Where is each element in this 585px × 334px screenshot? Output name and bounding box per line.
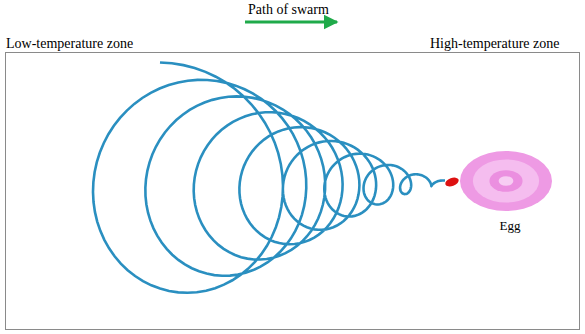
zone-frame [6, 53, 580, 330]
egg-layer [460, 151, 552, 211]
egg-shape [458, 150, 554, 212]
spiral-path [93, 63, 445, 293]
egg-layer [499, 176, 514, 186]
egg-layer [473, 159, 539, 202]
direction-label: Path of swarm [248, 2, 329, 18]
node-label: Egg [458, 218, 562, 233]
egg-layer [489, 170, 522, 192]
zone-label: High-temperature zone [430, 36, 559, 52]
sperm-head [444, 176, 460, 188]
direction-arrow [245, 21, 337, 24]
swarm-path [93, 63, 445, 293]
zone-label: Low-temperature zone [6, 36, 133, 52]
egg-cell: Egg [458, 150, 562, 233]
